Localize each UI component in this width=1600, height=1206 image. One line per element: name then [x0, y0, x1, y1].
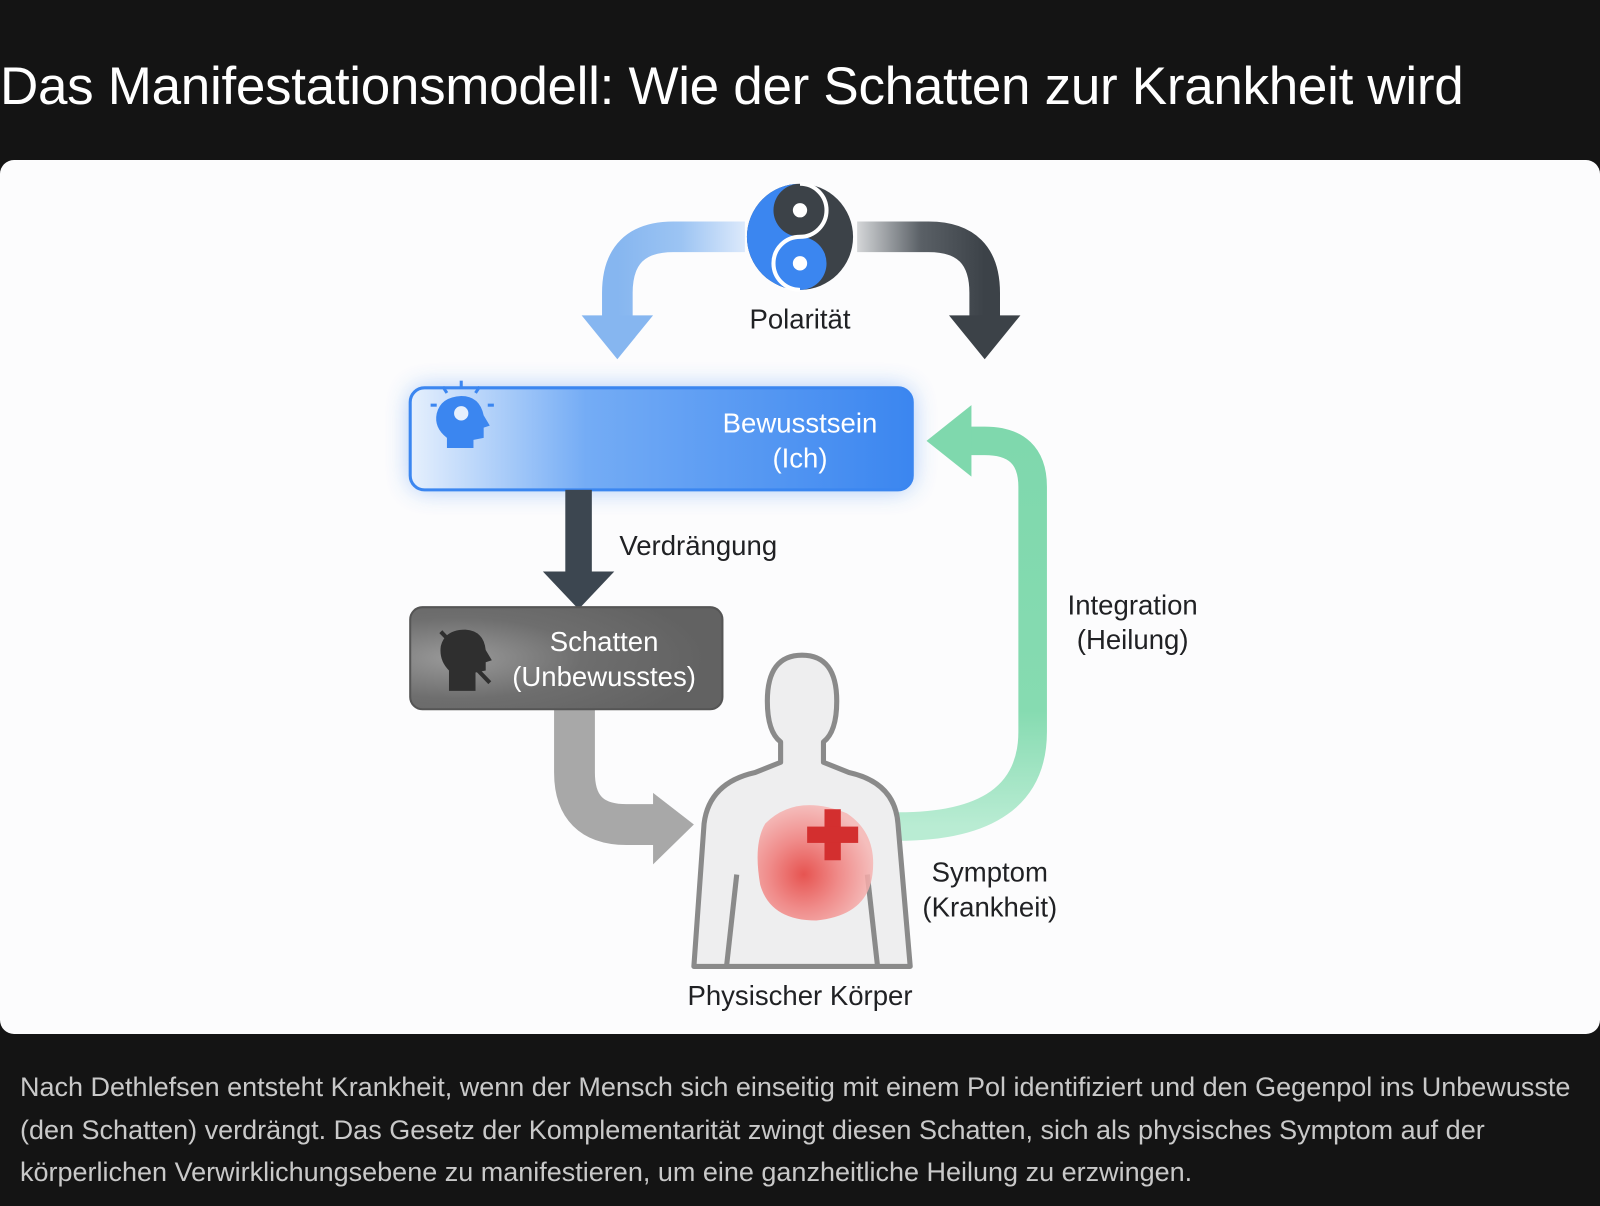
polarity-label: Polarität: [749, 304, 850, 335]
page-title: Das Manifestationsmodell: Wie der Schatt…: [0, 57, 1464, 116]
polarity-left-arrow: [581, 221, 745, 360]
unconscious-head-icon: [439, 629, 492, 691]
idea-head-icon: [430, 380, 494, 449]
symptom-sublabel: (Krankheit): [922, 891, 1057, 922]
consciousness-sublabel: (Ich): [772, 442, 827, 473]
consciousness-box: Bewusstsein (Ich): [408, 380, 914, 492]
shadow-box: Schatten (Unbewusstes): [409, 606, 724, 711]
manifestation-arrow: [554, 709, 694, 865]
body-label: Physischer Körper: [687, 980, 912, 1011]
repression-arrow: [542, 489, 615, 610]
repression-label: Verdrängung: [619, 530, 777, 561]
diagram-card: Polarität Bewusstsein (Ich) Verdrängung: [0, 160, 1600, 1034]
caption-text: Nach Dethlefsen entsteht Krankheit, wenn…: [20, 1072, 1571, 1187]
shadow-sublabel: (Unbewusstes): [512, 661, 696, 692]
shadow-label: Schatten: [550, 626, 659, 657]
integration-arrow: [897, 405, 1047, 841]
polarity-right-arrow: [857, 221, 1021, 360]
pain-area: [757, 805, 874, 921]
integration-label: Integration: [1068, 589, 1198, 620]
red-cross-icon: [807, 809, 859, 861]
human-body-icon: [691, 652, 913, 969]
symptom-label: Symptom: [932, 857, 1048, 888]
integration-sublabel: (Heilung): [1077, 624, 1189, 655]
yin-yang-icon: [746, 181, 854, 292]
consciousness-label: Bewusstsein: [723, 408, 878, 439]
manifestation-diagram: Polarität Bewusstsein (Ich) Verdrängung: [408, 181, 1198, 1011]
